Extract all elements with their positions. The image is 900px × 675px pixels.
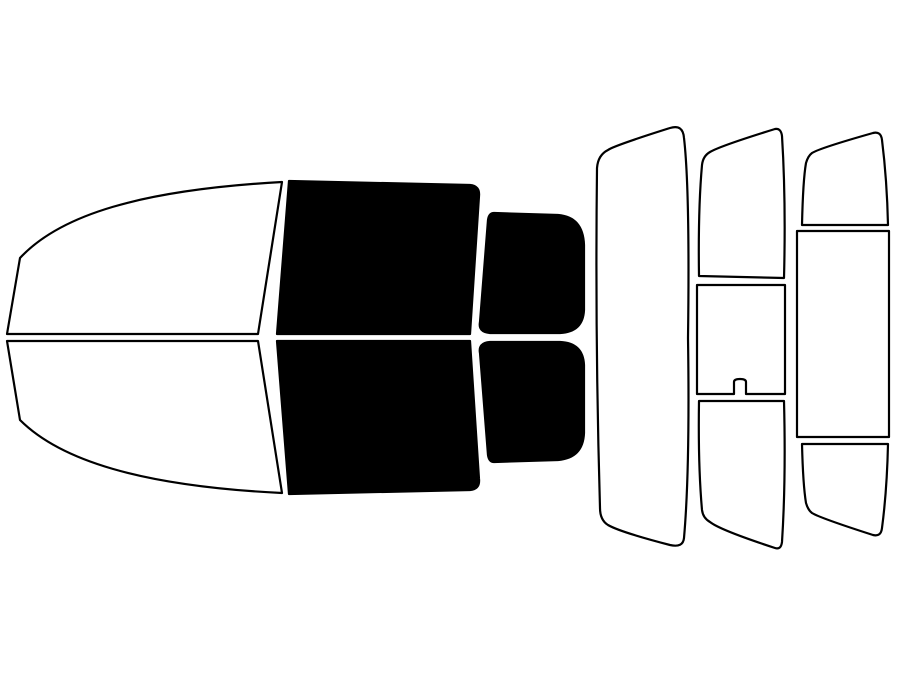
back-glass-top — [800, 131, 890, 227]
windshield-left — [5, 180, 284, 336]
rear-door-window-left — [478, 211, 586, 335]
front-door-window-left — [275, 179, 481, 336]
back-glass-bottom — [800, 442, 890, 537]
rear-window-middle — [695, 283, 787, 396]
front-door-window-right — [275, 339, 481, 496]
back-glass-center — [795, 229, 891, 439]
rear-window-upper — [697, 127, 786, 280]
rear-door-window-right — [478, 340, 586, 464]
windshield-right — [5, 339, 284, 495]
back-window-main — [595, 126, 690, 547]
rear-window-lower — [697, 399, 786, 550]
